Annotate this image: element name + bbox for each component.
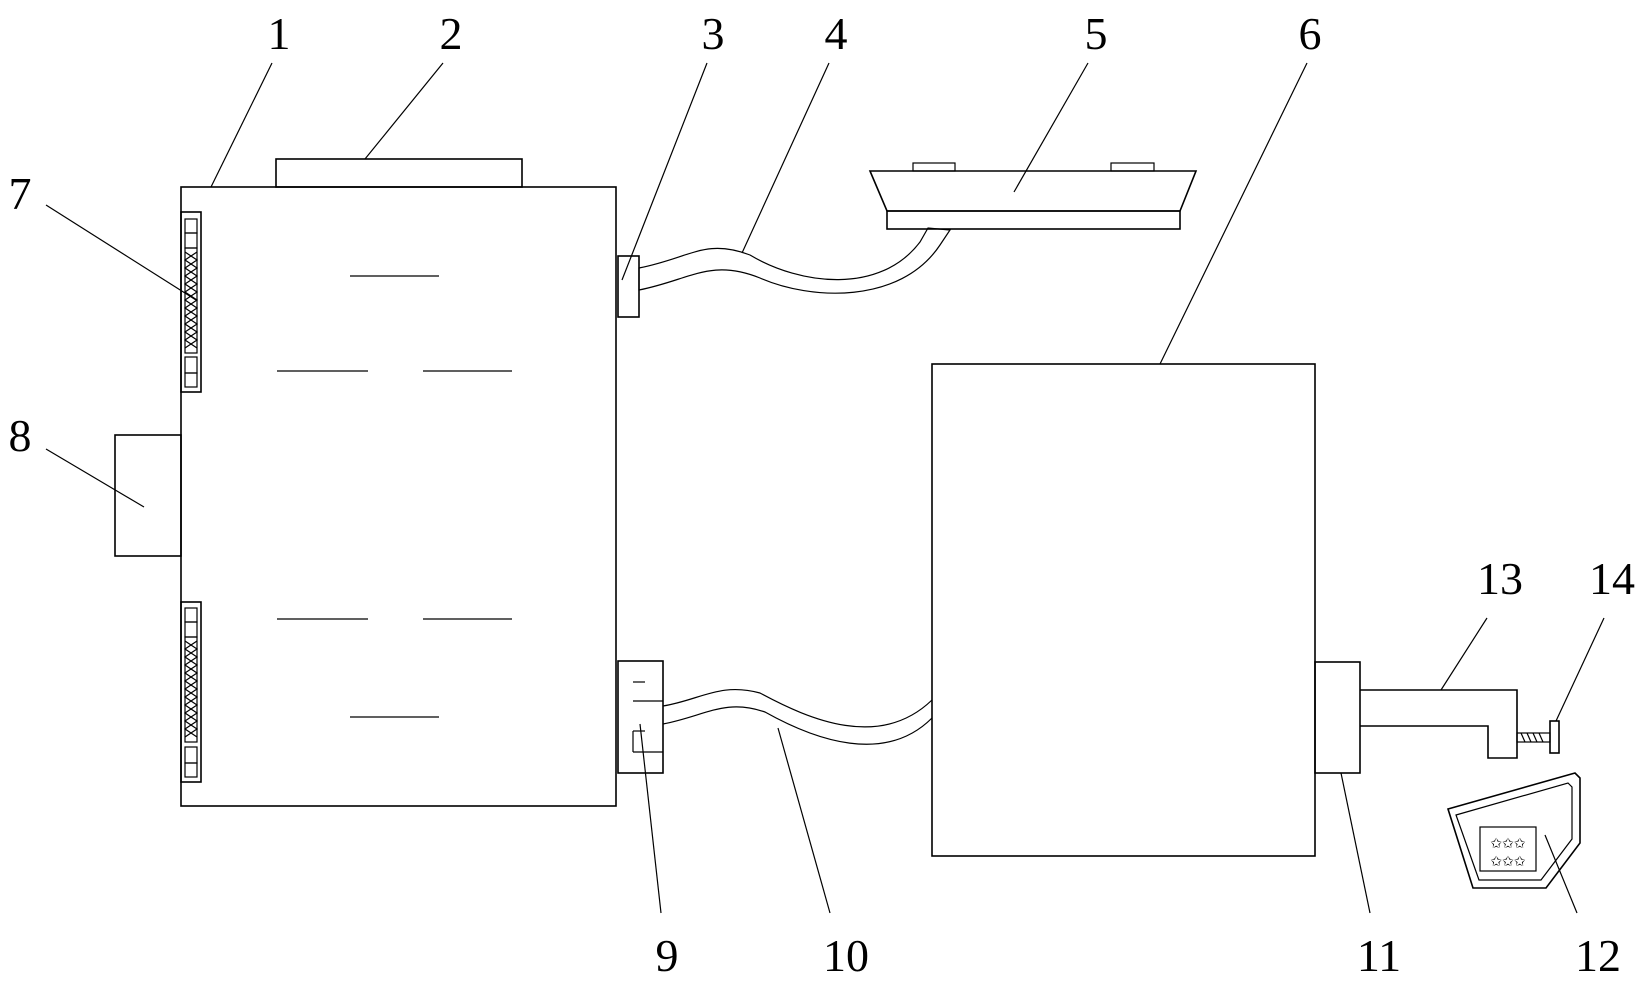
valve-knob: [1516, 720, 1560, 754]
label-7: 7: [9, 168, 32, 219]
upper-connector: [617, 255, 640, 318]
lower-connector: [617, 660, 664, 774]
side-box: [114, 434, 182, 557]
top-block: [275, 158, 523, 188]
label-10: 10: [823, 930, 869, 981]
nozzle-head: [868, 162, 1198, 230]
label-12: 12: [1575, 930, 1621, 981]
label-14: 14: [1589, 553, 1635, 604]
label-8: 8: [9, 410, 32, 461]
lower-hose: [662, 689, 933, 745]
label-11: 11: [1357, 930, 1401, 981]
side-assembly-lower: [180, 601, 202, 783]
label-9: 9: [656, 930, 679, 981]
label-13: 13: [1477, 553, 1523, 604]
label-1: 1: [268, 8, 291, 59]
outlet-block: [1314, 661, 1361, 774]
leader-lines: [45, 62, 1605, 914]
svg-text:✩✩✩: ✩✩✩: [1490, 836, 1525, 852]
label-2: 2: [440, 8, 463, 59]
label-5: 5: [1085, 8, 1108, 59]
tank: [931, 363, 1316, 857]
label-4: 4: [825, 8, 848, 59]
svg-text:✩✩✩: ✩✩✩: [1490, 854, 1525, 870]
filter-cartridge: ✩✩✩ ✩✩✩: [1446, 772, 1581, 889]
main-housing: [180, 186, 617, 807]
label-3: 3: [702, 8, 725, 59]
reference-labels: 1 2 3 4 5 6 7 8 9 10 11 12 13 14: [9, 8, 1636, 981]
label-6: 6: [1299, 8, 1322, 59]
outlet-pipe: [1360, 689, 1518, 759]
side-assembly-upper: [180, 211, 202, 393]
upper-hose: [638, 227, 952, 294]
